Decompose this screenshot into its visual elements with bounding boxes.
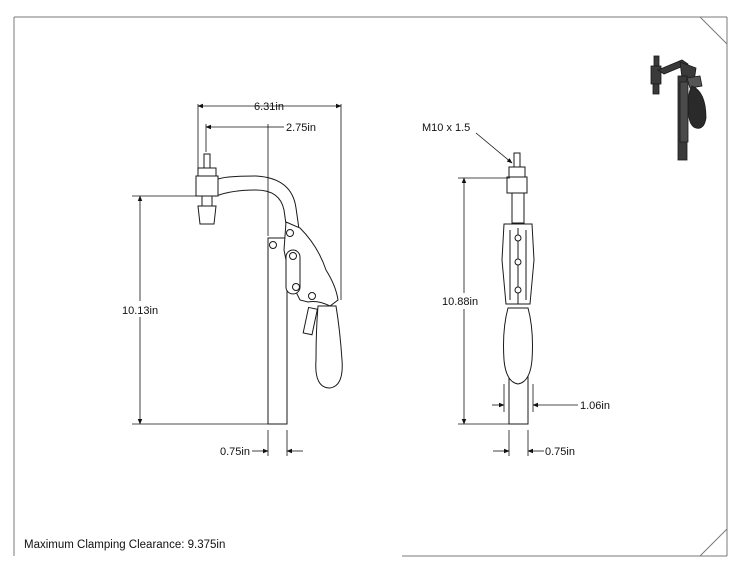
front-view-clamp (501, 152, 535, 425)
corner-marks (699, 16, 728, 557)
pivot-3 (289, 252, 297, 260)
front-pivot-3 (514, 286, 522, 294)
side-spindle-block (195, 175, 219, 197)
dim-side-reach: 2.75in (286, 122, 316, 134)
front-spindle-top (513, 152, 521, 168)
dim-side-bar-width: 0.75in (220, 446, 250, 458)
side-spindle-pad (197, 205, 217, 225)
dim-side-height: 10.13in (122, 305, 158, 317)
side-spindle-top (203, 153, 211, 169)
front-handle (503, 307, 533, 385)
front-pivot-1 (514, 234, 522, 242)
dim-front-height: 10.88in (442, 296, 478, 308)
front-dimensions (458, 132, 578, 456)
front-pivot-2 (514, 258, 522, 266)
pivot-1 (286, 229, 294, 237)
side-view-clamp (195, 153, 343, 425)
front-spindle-nut (508, 166, 526, 178)
isometric-thumbnail-icon (650, 55, 707, 161)
front-arm (511, 192, 525, 224)
side-dimensions (132, 103, 342, 456)
side-spindle-nut (197, 167, 217, 177)
side-link (285, 249, 301, 295)
sheet-border (13, 16, 728, 557)
dim-front-bar-width: 0.75in (545, 446, 575, 458)
side-bar (267, 237, 288, 425)
clearance-note: Maximum Clamping Clearance: 9.375in (24, 539, 226, 551)
front-spindle-block (506, 176, 528, 194)
pivot-2 (269, 241, 277, 249)
dim-front-handle-width: 1.06in (580, 400, 610, 412)
dim-side-overall-width: 6.31in (254, 101, 284, 113)
pivot-4 (292, 283, 300, 291)
side-spindle-thread (201, 195, 213, 207)
pivot-5 (308, 292, 316, 300)
side-lever (302, 306, 318, 336)
side-handle (315, 305, 343, 389)
dim-front-thread: M10 x 1.5 (422, 122, 470, 134)
